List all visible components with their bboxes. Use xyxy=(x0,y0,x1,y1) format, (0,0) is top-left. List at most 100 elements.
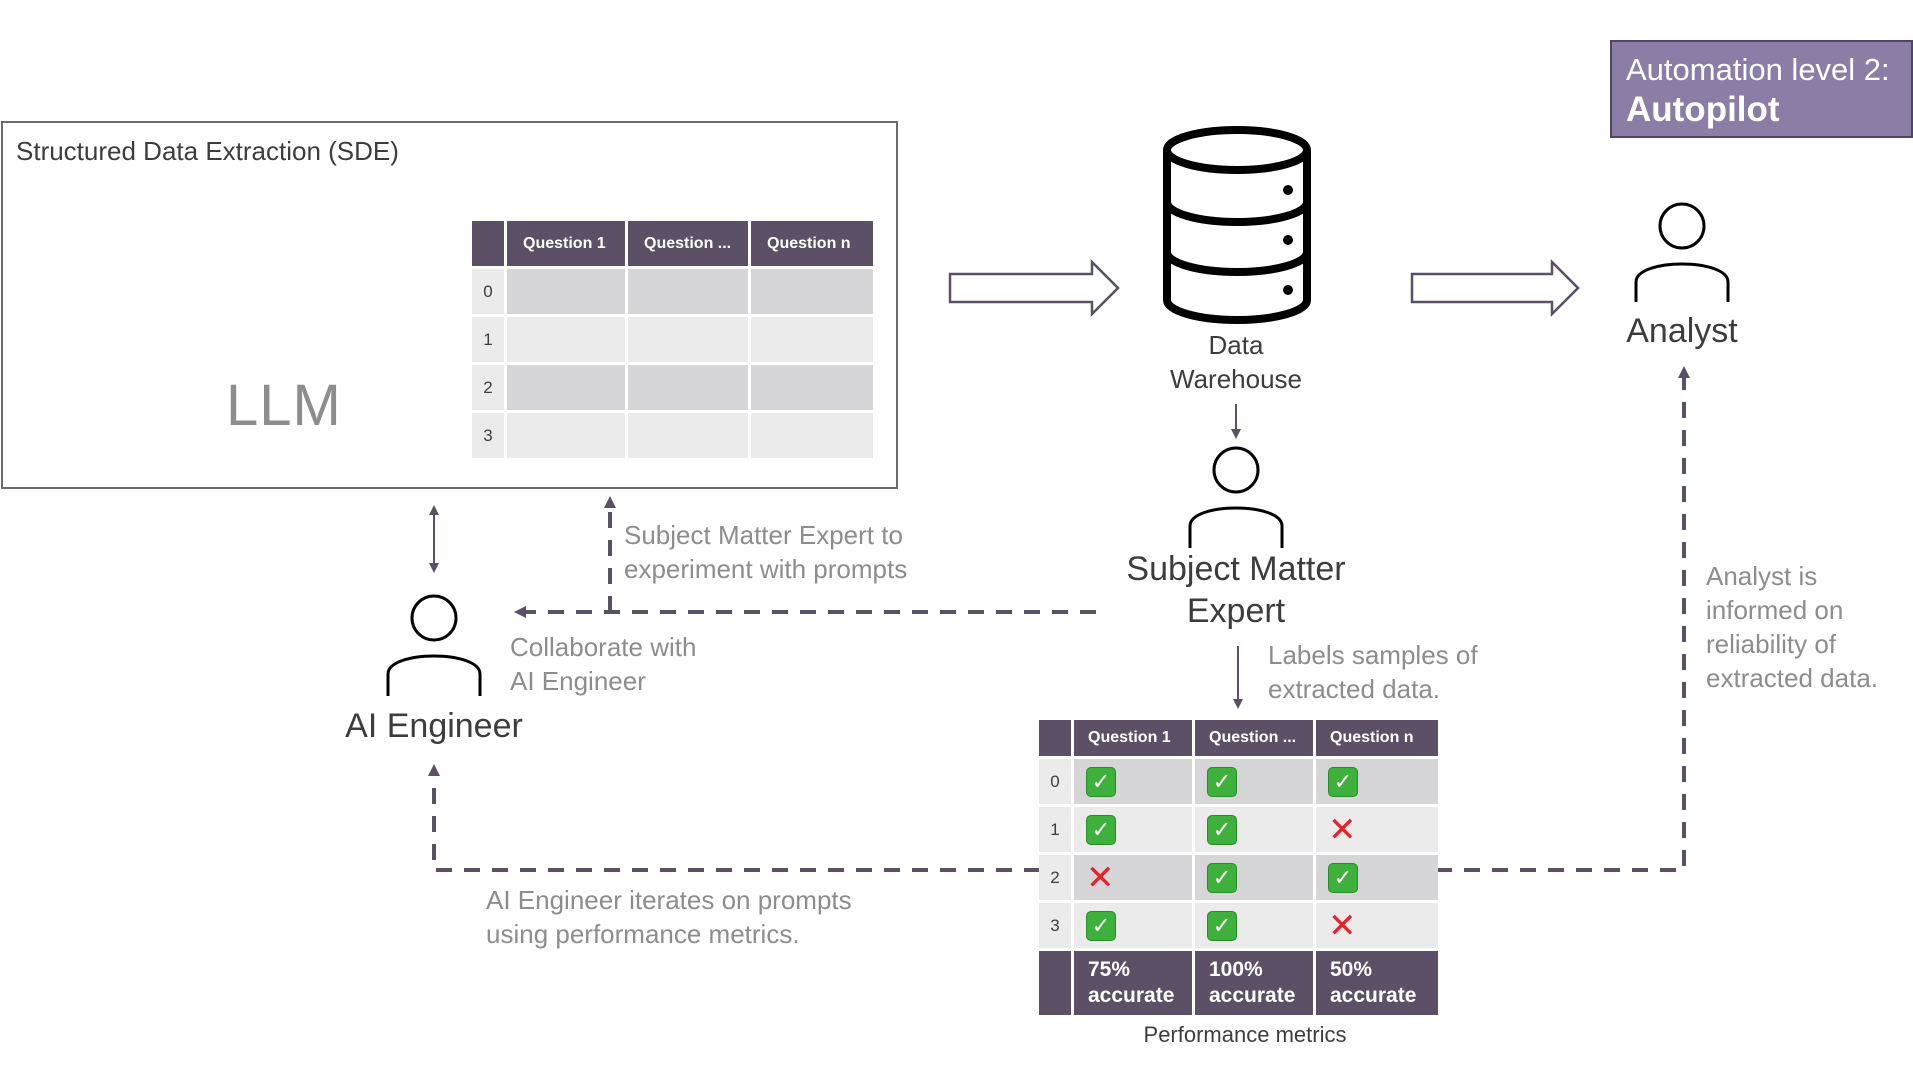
result-cell: ✕ xyxy=(1316,903,1438,948)
result-cell: ✕ xyxy=(1074,855,1192,900)
result-cell: ✓ xyxy=(1074,807,1192,852)
note-line: experiment with prompts xyxy=(624,554,908,584)
cross-mark-icon: ✕ xyxy=(1328,810,1357,849)
note-line: Labels samples of xyxy=(1268,640,1478,670)
note-line: using performance metrics. xyxy=(486,919,800,949)
sde-output-table: Question 1 Question ... Question n 0 1 2… xyxy=(472,221,873,458)
collaborate-note: Collaborate with AI Engineer xyxy=(510,630,696,698)
table-header-cell: Question n xyxy=(1316,720,1438,756)
analyst-label: Analyst xyxy=(1626,312,1738,350)
sme-experiment-note: Subject Matter Expert to experiment with… xyxy=(624,518,907,586)
table-corner xyxy=(472,221,504,266)
sme-line-2: Expert xyxy=(1186,592,1286,630)
check-mark-icon: ✓ xyxy=(1328,766,1358,797)
check-mark-icon: ✓ xyxy=(1086,814,1116,845)
cross-mark-icon: ✕ xyxy=(1086,858,1115,897)
note-line: Collaborate with xyxy=(510,632,697,662)
result-cell: ✓ xyxy=(1074,759,1192,804)
performance-metrics-table: Question 1 Question ... Question n 0 ✓ ✓… xyxy=(1039,720,1438,1015)
note-line: extracted data. xyxy=(1706,663,1878,693)
check-mark-icon: ✓ xyxy=(1207,862,1237,893)
ai-engineer-label: AI Engineer xyxy=(345,707,523,745)
accuracy-cell: 50% accurate xyxy=(1316,951,1438,1015)
data-warehouse-label: Data Warehouse xyxy=(1136,328,1336,396)
row-index: 0 xyxy=(1039,759,1071,804)
warehouse-line-1: Data xyxy=(1208,330,1264,360)
sme-label: Subject Matter Expert xyxy=(1086,548,1386,632)
table-header-cell: Question 1 xyxy=(1074,720,1192,756)
cross-mark-icon: ✕ xyxy=(1328,906,1357,945)
accuracy-word: accurate xyxy=(1330,984,1417,1007)
check-mark-icon: ✓ xyxy=(1207,814,1237,845)
flow-arrow-sde-to-warehouse xyxy=(948,258,1120,318)
row-index: 1 xyxy=(472,317,504,362)
database-indicator-dots xyxy=(1283,185,1293,295)
sme-labels-note: Labels samples of extracted data. xyxy=(1268,638,1478,706)
row-index: 3 xyxy=(1039,903,1071,948)
table-cell xyxy=(628,269,748,314)
note-line: informed on xyxy=(1706,595,1844,625)
iterate-note: AI Engineer iterates on prompts using pe… xyxy=(486,883,852,951)
result-cell: ✓ xyxy=(1195,855,1313,900)
accuracy-word: accurate xyxy=(1209,984,1296,1007)
table-cell xyxy=(507,365,625,410)
accuracy-value: 75% xyxy=(1088,958,1131,981)
warehouse-line-2: Warehouse xyxy=(1170,364,1302,394)
result-cell: ✓ xyxy=(1074,903,1192,948)
badge-level-text: Automation level 2: xyxy=(1626,52,1890,87)
table-header-cell: Question 1 xyxy=(507,221,625,266)
sme-line-1: Subject Matter xyxy=(1126,550,1346,588)
table-cell xyxy=(628,317,748,362)
flow-arrow-warehouse-to-analyst xyxy=(1410,258,1580,318)
accuracy-value: 50% xyxy=(1330,958,1373,981)
row-index: 2 xyxy=(1039,855,1071,900)
row-index: 3 xyxy=(472,413,504,458)
check-mark-icon: ✓ xyxy=(1086,910,1116,941)
check-mark-icon: ✓ xyxy=(1086,766,1116,797)
table-header-cell: Question n xyxy=(751,221,873,266)
dashed-metrics-to-ai-engineer xyxy=(428,764,1040,872)
accuracy-cell: 75% accurate xyxy=(1074,951,1192,1015)
accuracy-word: accurate xyxy=(1088,984,1175,1007)
badge-mode-text: Autopilot xyxy=(1626,90,1780,129)
table-cell xyxy=(751,413,873,458)
table-cell xyxy=(507,269,625,314)
table-corner xyxy=(1039,720,1071,756)
table-cell xyxy=(507,413,625,458)
performance-metrics-caption: Performance metrics xyxy=(1143,1022,1347,1047)
database-icon xyxy=(1163,126,1311,324)
note-line: AI Engineer iterates on prompts xyxy=(486,885,852,915)
result-cell: ✕ xyxy=(1316,807,1438,852)
analyst-person-icon xyxy=(1634,202,1730,302)
table-corner xyxy=(1039,951,1071,1015)
table-cell xyxy=(507,317,625,362)
table-header-cell: Question ... xyxy=(1195,720,1313,756)
result-cell: ✓ xyxy=(1195,903,1313,948)
check-mark-icon: ✓ xyxy=(1328,862,1358,893)
check-mark-icon: ✓ xyxy=(1207,910,1237,941)
note-line: Subject Matter Expert to xyxy=(624,520,903,550)
row-index: 1 xyxy=(1039,807,1071,852)
table-cell xyxy=(628,365,748,410)
table-cell xyxy=(628,413,748,458)
table-cell xyxy=(751,317,873,362)
row-index: 0 xyxy=(472,269,504,314)
note-line: AI Engineer xyxy=(510,666,646,696)
note-line: Analyst is xyxy=(1706,561,1818,591)
sme-person-icon xyxy=(1188,446,1284,548)
note-line: reliability of xyxy=(1706,629,1837,659)
table-header-cell: Question ... xyxy=(628,221,748,266)
row-index: 2 xyxy=(472,365,504,410)
result-cell: ✓ xyxy=(1316,759,1438,804)
result-cell: ✓ xyxy=(1195,807,1313,852)
note-line: extracted data. xyxy=(1268,674,1440,704)
result-cell: ✓ xyxy=(1316,855,1438,900)
check-mark-icon: ✓ xyxy=(1207,766,1237,797)
sde-title: Structured Data Extraction (SDE) xyxy=(16,136,399,166)
llm-label: LLM xyxy=(226,373,342,438)
ai-engineer-person-icon xyxy=(386,594,482,696)
dashed-metrics-to-analyst xyxy=(1436,366,1690,872)
accuracy-value: 100% xyxy=(1209,958,1263,981)
automation-level-badge: Automation level 2: Autopilot xyxy=(1610,40,1913,138)
